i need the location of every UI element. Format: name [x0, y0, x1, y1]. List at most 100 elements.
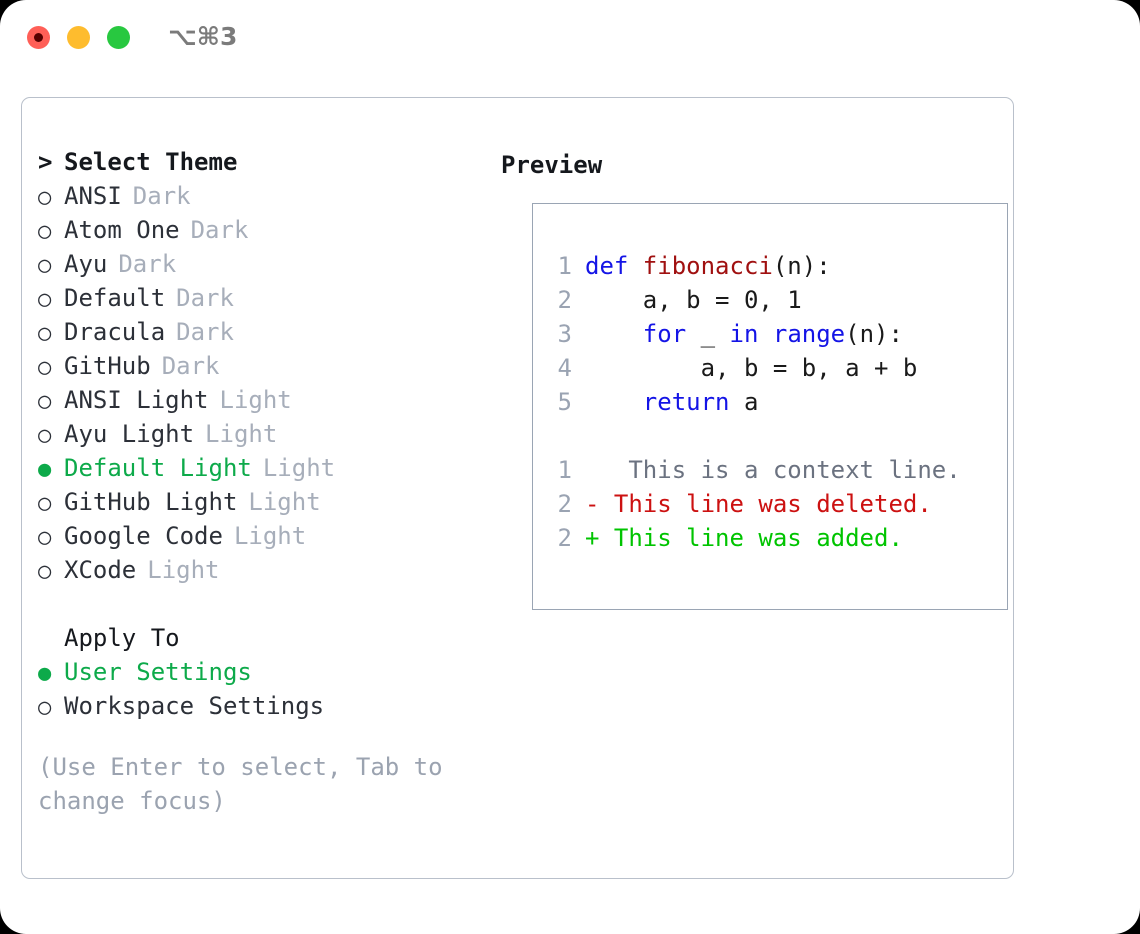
select-theme-header: > Select Theme: [38, 148, 488, 182]
title-bar: ⌥⌘3: [0, 0, 1140, 76]
theme-variant-badge: Dark: [176, 284, 234, 312]
theme-variant-badge: Light: [147, 556, 220, 584]
theme-list-item[interactable]: ○ GitHub Light Light: [38, 488, 488, 522]
radio-unselected-icon[interactable]: ○: [38, 287, 52, 312]
code-token: a, b = b, a + b: [585, 354, 918, 382]
apply-to-label: Workspace Settings: [64, 692, 325, 720]
diff-sign: +: [585, 524, 600, 552]
code-blank-line: [546, 419, 961, 453]
code-token: def: [585, 252, 643, 280]
line-number: 1: [557, 456, 572, 484]
preview-title: Preview: [501, 151, 603, 179]
radio-unselected-icon[interactable]: ○: [38, 525, 52, 550]
code-token: (n):: [772, 252, 831, 280]
code-token: [585, 320, 643, 348]
code-token: range: [772, 320, 846, 348]
code-token: return: [642, 388, 730, 416]
theme-name: ANSI Light: [64, 386, 209, 414]
line-number: 5: [557, 388, 572, 416]
apply-to-option[interactable]: ○ Workspace Settings: [38, 692, 488, 726]
radio-unselected-icon[interactable]: ○: [38, 491, 52, 516]
close-button[interactable]: [27, 26, 50, 49]
theme-list-item[interactable]: ○ Dracula Dark: [38, 318, 488, 352]
theme-variant-badge: Dark: [190, 216, 249, 244]
theme-variant-badge: Light: [233, 522, 307, 550]
minimize-button[interactable]: [67, 26, 90, 49]
radio-unselected-icon[interactable]: ○: [38, 695, 52, 720]
theme-name: Dracula: [64, 318, 166, 346]
diff-text: This line was added.: [599, 524, 903, 552]
apply-to-marker-placeholder: [38, 627, 64, 652]
diff-text: This is a context line.: [599, 456, 961, 484]
radio-unselected-icon[interactable]: ○: [38, 253, 52, 278]
code-line: 2 a, b = 0, 1: [546, 283, 961, 317]
radio-unselected-icon[interactable]: ○: [38, 355, 52, 380]
theme-variant-badge: Dark: [176, 318, 234, 346]
theme-list-item[interactable]: ● Default Light Light: [38, 454, 488, 488]
code-token: (n):: [845, 320, 903, 348]
theme-list-item[interactable]: ○ Ayu Dark: [38, 250, 488, 284]
apply-to-label: User Settings: [64, 658, 252, 686]
radio-unselected-icon[interactable]: ○: [38, 185, 52, 210]
radio-selected-icon[interactable]: ●: [38, 661, 52, 686]
code-token: for: [642, 320, 687, 348]
theme-name: Ayu: [64, 250, 108, 278]
radio-unselected-icon[interactable]: ○: [38, 559, 52, 584]
theme-name: GitHub Light: [64, 488, 238, 516]
theme-list-item[interactable]: ○ Default Dark: [38, 284, 488, 318]
keyboard-hint: (Use Enter to select, Tab to change focu…: [38, 753, 458, 815]
code-line: 5 return a: [546, 385, 961, 419]
apply-to-title: Apply To: [64, 624, 180, 652]
radio-unselected-icon[interactable]: ○: [38, 423, 52, 448]
theme-name: ANSI: [64, 182, 122, 210]
code-token: a, b = 0, 1: [585, 286, 802, 314]
line-number: 1: [557, 252, 572, 280]
apply-to-list: ● User Settings ○ Workspace Settings: [38, 658, 488, 726]
theme-list-item[interactable]: ○ Atom One Dark: [38, 216, 488, 250]
radio-unselected-icon[interactable]: ○: [38, 389, 52, 414]
theme-name: Default: [64, 284, 166, 312]
prompt-caret-icon: >: [38, 148, 53, 176]
line-number: 4: [557, 354, 572, 382]
apply-to-option[interactable]: ● User Settings: [38, 658, 488, 692]
line-number: 3: [557, 320, 572, 348]
keyboard-shortcut-label: ⌥⌘3: [168, 22, 238, 51]
line-number: 2: [557, 490, 572, 518]
list-spacer: [38, 590, 488, 624]
theme-variant-badge: Dark: [118, 250, 177, 278]
code-line: 1 def fibonacci(n):: [546, 249, 961, 283]
radio-unselected-icon[interactable]: ○: [38, 321, 52, 346]
diff-line: 1 This is a context line.: [546, 453, 961, 487]
diff-sign: -: [585, 490, 600, 518]
theme-name: GitHub: [64, 352, 151, 380]
code-token: fibonacci: [642, 252, 773, 280]
code-line: 3 for _ in range(n):: [546, 317, 961, 351]
radio-selected-icon[interactable]: ●: [38, 457, 52, 482]
radio-unselected-icon[interactable]: ○: [38, 219, 52, 244]
theme-name: Default Light: [64, 454, 252, 482]
maximize-button[interactable]: [107, 26, 130, 49]
diff-text: This line was deleted.: [599, 490, 932, 518]
page-title: Select Theme: [64, 148, 238, 176]
theme-variant-badge: Light: [248, 488, 321, 516]
code-token: _: [686, 320, 730, 348]
theme-name: XCode: [64, 556, 137, 584]
theme-name: Atom One: [64, 216, 180, 244]
code-token: [585, 388, 643, 416]
theme-variant-badge: Light: [262, 454, 336, 482]
theme-variant-badge: Light: [205, 420, 278, 448]
diff-sign: [585, 456, 599, 484]
theme-list-item[interactable]: ○ XCode Light: [38, 556, 488, 590]
line-number: 2: [557, 524, 572, 552]
